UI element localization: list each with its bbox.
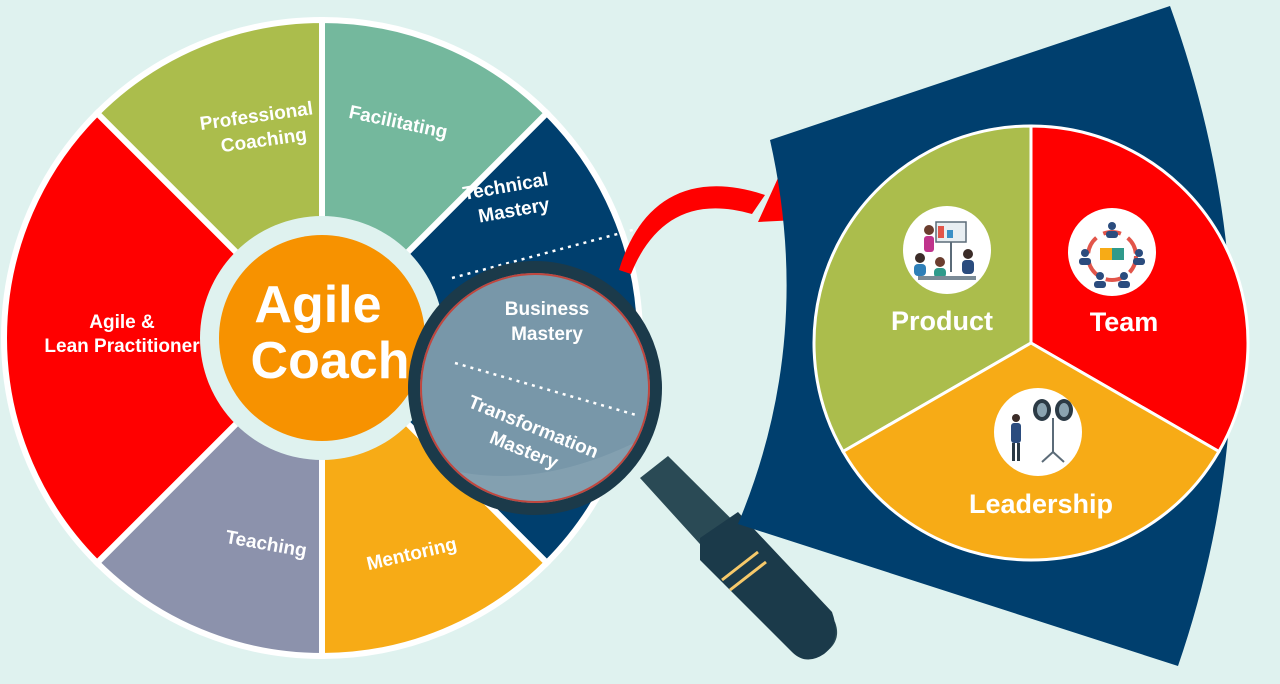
center-title-line2: Coach xyxy=(251,332,410,390)
binoculars-icon xyxy=(994,388,1082,476)
magnifier-lens xyxy=(418,271,652,505)
magnifier-inner-rim xyxy=(420,273,650,503)
label-agile-lean-2: Lean Practitioner xyxy=(44,336,200,357)
magnifier-grip xyxy=(700,512,836,660)
detail-panel: Product Team Leadership xyxy=(738,6,1250,666)
label-business-1: Business xyxy=(505,299,589,320)
label-leadership: Leadership xyxy=(969,489,1113,519)
presentation-icon xyxy=(903,206,991,294)
divider-technical xyxy=(451,226,641,280)
competency-wheel: Agile Coach Agile & Lean Practitioner Pr… xyxy=(1,16,643,660)
team-puzzle-icon xyxy=(1068,208,1156,296)
label-product: Product xyxy=(891,306,993,336)
grip-stripe-2 xyxy=(729,560,767,592)
center-title-line1: Agile xyxy=(254,276,381,334)
label-team: Team xyxy=(1090,307,1159,337)
magnifier-rim xyxy=(408,261,662,515)
label-agile-lean-1: Agile & xyxy=(89,312,155,333)
center-disc xyxy=(219,235,425,441)
pie-slice-product xyxy=(812,124,1033,454)
grip-stripe-1 xyxy=(721,550,759,582)
label-business-2: Mastery xyxy=(511,324,583,345)
pie-slice-team xyxy=(1029,124,1250,454)
